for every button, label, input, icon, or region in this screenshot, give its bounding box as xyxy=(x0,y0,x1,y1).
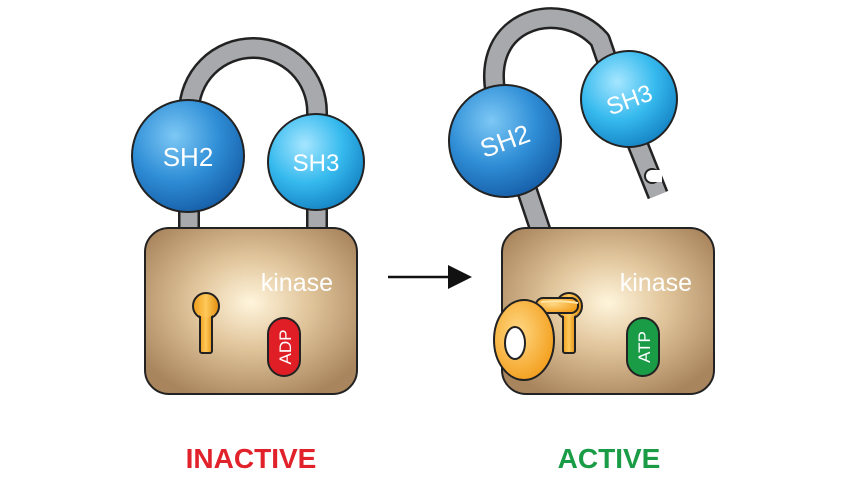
inactive-sh2-domain: SH2 xyxy=(131,99,245,213)
inactive-kinase-label: kinase xyxy=(261,269,333,297)
active-sh3-domain: SH3 xyxy=(580,50,678,148)
inactive-sh2-label: SH2 xyxy=(163,142,214,172)
atp-badge: ATP xyxy=(626,317,660,377)
adp-badge: ADP xyxy=(267,317,301,377)
transition-arrow-icon xyxy=(388,265,472,289)
atp-label: ATP xyxy=(635,331,654,363)
inactive-keyhole-icon xyxy=(192,292,220,354)
adp-label: ADP xyxy=(276,330,295,365)
inactive-lock: kinase ADP SH2 SH3 xyxy=(131,37,365,395)
inactive-sh3-label: SH3 xyxy=(293,150,340,177)
inactive-kinase-body xyxy=(144,227,358,395)
active-lock: kinase ATP SH2 SH3 xyxy=(448,7,715,395)
active-state-label: ACTIVE xyxy=(558,443,661,474)
active-kinase-body xyxy=(501,227,715,395)
active-sh2-domain: SH2 xyxy=(448,84,562,198)
active-kinase-label: kinase xyxy=(620,269,692,297)
inactive-shackle xyxy=(178,37,328,232)
key-icon xyxy=(493,297,579,381)
inactive-sh3-domain: SH3 xyxy=(267,113,365,211)
inactive-state-label: INACTIVE xyxy=(186,443,317,474)
active-shackle xyxy=(483,7,669,236)
